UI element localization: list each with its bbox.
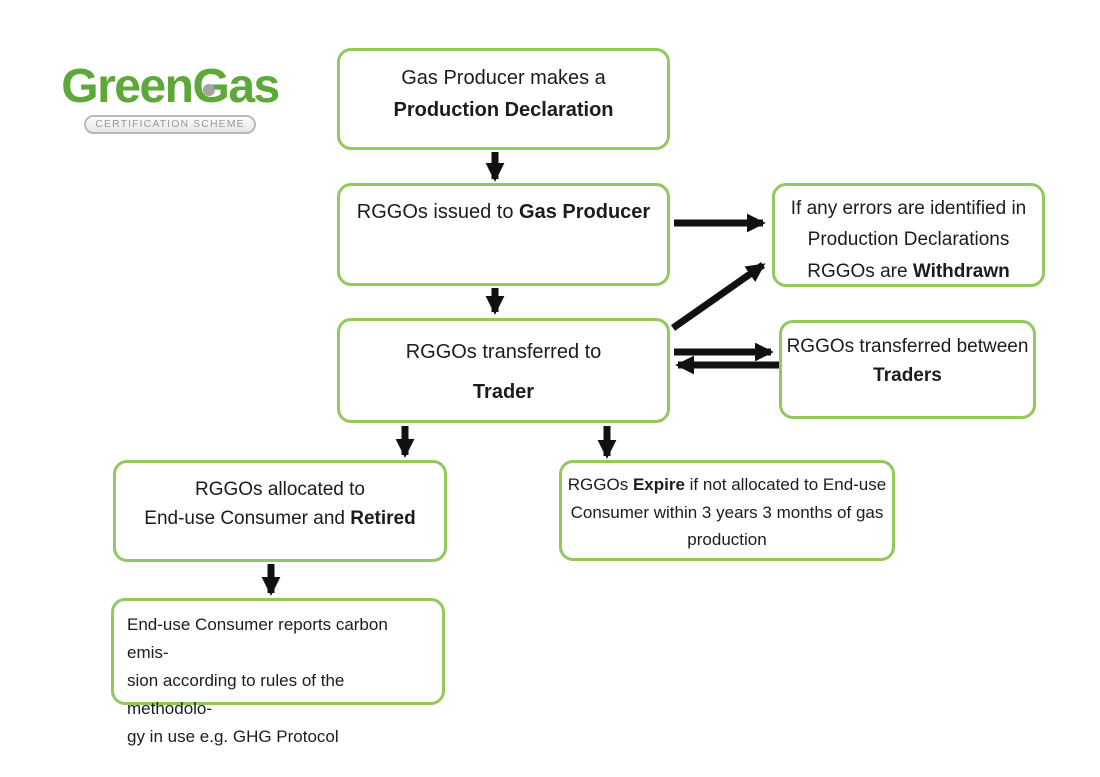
box-line: Consumer within 3 years 3 months of gas	[570, 502, 884, 522]
box-line: RGGOs transferred to	[405, 341, 602, 363]
box-line: sion according to rules of the methodolo…	[127, 670, 345, 718]
certification-scheme-badge: CERTIFICATION SCHEME	[84, 115, 256, 135]
box-line: If any errors are identified in	[790, 198, 1027, 219]
gas-pipe-dot-icon	[203, 84, 216, 97]
flow-box-rggos-issued: RGGOs issued to Gas Producer	[337, 183, 670, 286]
wordmark-as: as	[228, 60, 280, 113]
flow-box-transferred-between-traders: RGGOs transferred between Traders	[779, 320, 1036, 419]
box-line: Trader	[472, 381, 535, 403]
flow-box-rggos-expire: RGGOs Expire if not allocated to End-use…	[559, 460, 895, 561]
flow-box-consumer-reports: End-use Consumer reports carbon emis- si…	[111, 598, 445, 746]
greengas-logo: GreenGas CERTIFICATION SCHEME	[50, 60, 290, 135]
box-line: Traders	[873, 365, 942, 387]
wordmark-green: Green	[61, 60, 194, 113]
box-line: Production Declarations	[807, 229, 1010, 251]
flow-box-production-declaration: Gas Producer makes a Production Declarat…	[337, 48, 670, 150]
greengas-wordmark: GreenGas	[50, 60, 290, 113]
box-line: production	[687, 530, 767, 550]
arrow-trader-to-withdrawn	[670, 262, 766, 331]
box-line: RGGOs allocated to	[194, 479, 366, 500]
box-line: RGGOs issued to Gas Producer	[356, 201, 651, 223]
box-line: RGGOs transferred between	[786, 336, 1029, 357]
flow-box-allocated-retired: RGGOs allocated to End-use Consumer and …	[113, 460, 447, 562]
wordmark-stylized-g: G	[193, 61, 230, 112]
box-line: Production Declaration	[393, 99, 614, 121]
flow-box-transferred-to-trader: RGGOs transferred to Trader	[337, 318, 670, 423]
flow-box-errors-withdrawn: If any errors are identified in Producti…	[772, 183, 1045, 287]
box-line: End-use Consumer reports carbon emis-	[127, 615, 388, 662]
box-line: End-use Consumer and Retired	[144, 507, 416, 529]
box-line: gy in use e.g. GHG Protocol	[127, 726, 339, 746]
box-line: Gas Producer makes a	[401, 67, 606, 89]
box-line: RGGOs are Withdrawn	[807, 260, 1010, 282]
box-line: RGGOs Expire if not allocated to End-use	[567, 475, 887, 494]
